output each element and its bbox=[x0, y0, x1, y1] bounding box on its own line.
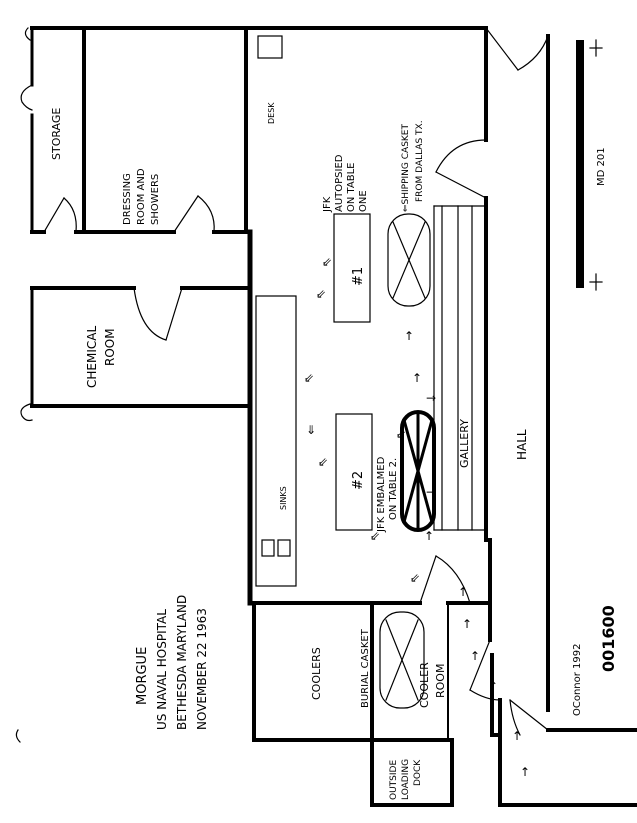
credit-text: OConnor 1992 bbox=[572, 643, 583, 716]
doors bbox=[15, 27, 549, 743]
jfk-embalmed-annotation: JFK EMBALMED ON TABLE 2. bbox=[376, 456, 399, 533]
svg-text:⇙: ⇙ bbox=[410, 571, 420, 585]
table-1-label: #1 bbox=[351, 267, 366, 286]
desk-label: DESK bbox=[267, 102, 276, 124]
chemical-room-label: CHEMICAL ROOM bbox=[85, 326, 117, 388]
svg-text:COOLER: COOLER bbox=[418, 662, 431, 708]
svg-text:→: → bbox=[426, 485, 436, 499]
fixtures bbox=[255, 35, 487, 709]
title-line-3: BETHESDA MARYLAND bbox=[175, 595, 189, 730]
embalming-casket bbox=[400, 410, 436, 532]
svg-text:↑: ↑ bbox=[404, 329, 414, 343]
title-block: MORGUE US NAVAL HOSPITAL BETHESDA MARYLA… bbox=[135, 595, 209, 730]
title-line-2: US NAVAL HOSPITAL bbox=[155, 609, 169, 730]
svg-text:⇓: ⇓ bbox=[306, 423, 316, 437]
svg-text:→: → bbox=[426, 391, 436, 405]
outside-loading-dock-label: OUTSIDE LOADING DOCK bbox=[389, 759, 423, 800]
svg-text:↑: ↑ bbox=[488, 679, 498, 693]
svg-text:SHOWERS: SHOWERS bbox=[150, 174, 161, 225]
svg-text:⇙: ⇙ bbox=[318, 455, 328, 469]
archive-label: MD 201 bbox=[596, 147, 607, 186]
title-line-4: NOVEMBER 22 1963 bbox=[195, 608, 209, 730]
table-2-label: #2 bbox=[351, 471, 366, 490]
svg-text:⇙: ⇙ bbox=[396, 427, 406, 441]
sink-basin-1 bbox=[261, 539, 275, 557]
svg-text:ONE: ONE bbox=[358, 190, 369, 212]
sinks-counter bbox=[255, 295, 297, 587]
svg-text:AUTOPSIED: AUTOPSIED bbox=[334, 154, 345, 212]
cooler-room-label: COOLER ROOM bbox=[418, 662, 447, 708]
title-line-1: MORGUE bbox=[135, 647, 150, 705]
walls bbox=[30, 26, 637, 807]
shipping-casket bbox=[387, 213, 431, 307]
svg-text:↑: ↑ bbox=[470, 649, 480, 663]
scale-bar bbox=[576, 39, 603, 291]
gallery-rails bbox=[433, 205, 487, 531]
svg-text:ROOM AND: ROOM AND bbox=[136, 168, 147, 225]
svg-text:↑: ↑ bbox=[458, 585, 468, 599]
dressing-room-label: DRESSING ROOM AND SHOWERS bbox=[122, 168, 161, 225]
svg-text:ON TABLE 2.: ON TABLE 2. bbox=[388, 458, 399, 520]
gallery-label: GALLERY bbox=[458, 419, 471, 468]
svg-text:ROOM: ROOM bbox=[103, 328, 117, 366]
svg-text:JFK: JFK bbox=[322, 196, 333, 213]
burial-casket-annotation: BURIAL CASKET bbox=[360, 628, 371, 708]
doc-number: 001600 bbox=[599, 605, 618, 672]
sinks-label: SINKS bbox=[279, 486, 288, 510]
svg-text:ON TABLE: ON TABLE bbox=[346, 163, 357, 212]
path-arrows: ⇙ ⇙ ⇙ ⇓ ⇙ ⇙ ⇙ ⇙ ↑ ↑ → → ↑ ↑ ↑ ↑ ↑ ↑ ↑ bbox=[304, 255, 530, 779]
svg-text:DRESSING: DRESSING bbox=[122, 173, 133, 225]
svg-text:⇙: ⇙ bbox=[370, 529, 380, 543]
coolers-label: COOLERS bbox=[310, 647, 323, 700]
sink-basin-2 bbox=[277, 539, 291, 557]
shipping-casket-annotation: ⇐SHIPPING CASKET FROM DALLAS TX. bbox=[401, 120, 425, 212]
svg-text:JFK EMBALMED: JFK EMBALMED bbox=[376, 456, 387, 533]
svg-text:FROM DALLAS TX.: FROM DALLAS TX. bbox=[415, 120, 425, 202]
hall-label: HALL bbox=[515, 429, 529, 460]
svg-text:↑: ↑ bbox=[520, 765, 530, 779]
table-1 bbox=[333, 213, 371, 323]
svg-text:↑: ↑ bbox=[424, 529, 434, 543]
svg-text:CHEMICAL: CHEMICAL bbox=[85, 326, 99, 388]
desk-box bbox=[257, 35, 283, 59]
svg-text:⇙: ⇙ bbox=[322, 255, 332, 269]
svg-text:↑: ↑ bbox=[512, 729, 522, 743]
svg-text:OUTSIDE: OUTSIDE bbox=[389, 760, 399, 800]
svg-text:⇐SHIPPING CASKET: ⇐SHIPPING CASKET bbox=[401, 124, 411, 212]
svg-text:↑: ↑ bbox=[462, 617, 472, 631]
jfk-autopsied-annotation: JFK AUTOPSIED ON TABLE ONE bbox=[322, 154, 369, 213]
table-2 bbox=[335, 413, 373, 531]
svg-text:ROOM: ROOM bbox=[434, 664, 447, 698]
svg-text:⇙: ⇙ bbox=[316, 287, 326, 301]
svg-text:↑: ↑ bbox=[412, 371, 422, 385]
svg-text:DOCK: DOCK bbox=[413, 759, 423, 786]
burial-casket bbox=[379, 611, 425, 709]
svg-text:⇙: ⇙ bbox=[304, 371, 314, 385]
storage-label: STORAGE bbox=[50, 108, 63, 160]
svg-text:LOADING: LOADING bbox=[401, 759, 411, 800]
